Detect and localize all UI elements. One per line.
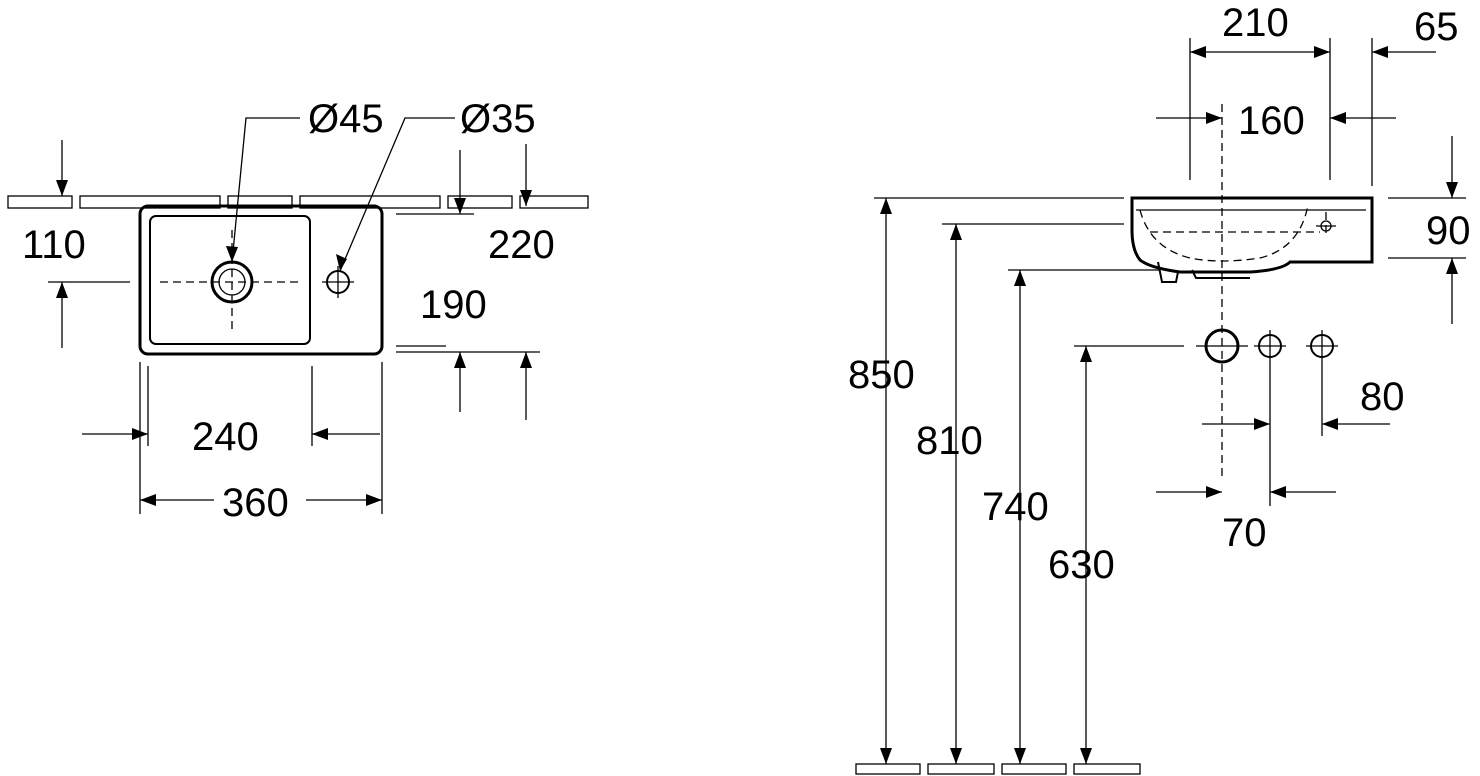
height-850-label: 850 [848, 353, 915, 397]
depth-110-label: 110 [22, 223, 86, 267]
basin-profile [1130, 196, 1374, 283]
basin-outline [138, 204, 384, 356]
height-630-label: 630 [1048, 543, 1115, 587]
tap-hole [322, 266, 354, 298]
wall-connections [1196, 328, 1338, 364]
dim-210-label: 210 [1222, 1, 1289, 45]
top-view: Ø45 Ø35 110 220 190 240 [7, 97, 589, 525]
wall-tiles [7, 195, 589, 209]
dim-70-label: 70 [1222, 511, 1267, 555]
height-90-label: 90 [1426, 209, 1471, 253]
height-810-label: 810 [916, 419, 983, 463]
dim-65-label: 65 [1414, 5, 1459, 49]
drain [160, 230, 300, 330]
floor-tiles [855, 763, 1141, 775]
depth-190-label: 190 [420, 283, 487, 327]
dim-80-label: 80 [1360, 375, 1405, 419]
bowl-outline [149, 215, 311, 345]
drain-diameter-label: Ø45 [308, 97, 384, 141]
depth-220-label: 220 [488, 223, 555, 267]
dim-160-label: 160 [1238, 99, 1305, 143]
overall-width-360-label: 360 [222, 481, 289, 525]
side-view: 210 65 160 90 80 70 [848, 1, 1471, 775]
bowl-width-240-label: 240 [192, 415, 259, 459]
height-740-label: 740 [982, 485, 1049, 529]
tap-hole-diameter-label: Ø35 [460, 97, 536, 141]
